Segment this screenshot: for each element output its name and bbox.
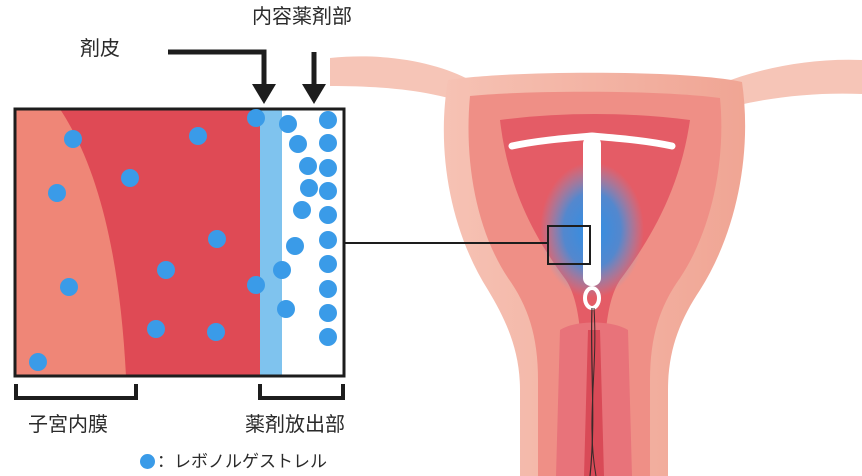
- uterus-illustration: [330, 56, 862, 476]
- molecule-dot: [189, 127, 207, 145]
- molecule-dot: [286, 237, 304, 255]
- molecule-dot: [319, 182, 337, 200]
- molecule-dot: [48, 184, 66, 202]
- molecule-dot: [319, 255, 337, 273]
- legend-text: ：レボノルゲストレル: [157, 452, 327, 472]
- molecule-dot: [319, 280, 337, 298]
- molecule-dot: [208, 230, 226, 248]
- molecule-dot: [207, 323, 225, 341]
- molecule-dot: [300, 179, 318, 197]
- molecule-dot: [319, 206, 337, 224]
- molecule-dot: [319, 111, 337, 129]
- membrane-label: 剤皮: [80, 36, 120, 60]
- molecule-dot: [319, 328, 337, 346]
- release-bracket: [260, 384, 343, 398]
- molecule-dot: [247, 109, 265, 127]
- membrane-arrow: [168, 52, 276, 104]
- molecule-dot: [60, 278, 78, 296]
- molecule-dot: [293, 201, 311, 219]
- molecule-dot: [277, 300, 295, 318]
- molecule-dot: [319, 304, 337, 322]
- content-arrow: [302, 52, 326, 104]
- molecule-dot: [247, 276, 265, 294]
- molecule-dot: [121, 169, 139, 187]
- molecule-dot: [157, 261, 175, 279]
- endometrium-label: 子宮内膜: [28, 412, 108, 436]
- membrane-band: [260, 109, 282, 376]
- molecule-dot: [289, 135, 307, 153]
- detail-panel: [15, 109, 345, 376]
- molecule-dot: [147, 320, 165, 338]
- molecule-dot: [319, 231, 337, 249]
- molecule-dot: [29, 353, 47, 371]
- legend-marker-icon: [140, 454, 155, 469]
- release-label: 薬剤放出部: [245, 412, 345, 436]
- molecule-dot: [319, 134, 337, 152]
- molecule-dot: [279, 115, 297, 133]
- molecule-dot: [299, 157, 317, 175]
- molecule-dot: [64, 130, 82, 148]
- legend: ：レボノルゲストレル: [140, 452, 327, 472]
- content-label: 内容薬剤部: [252, 4, 352, 28]
- molecule-dot: [319, 159, 337, 177]
- molecule-dot: [273, 261, 291, 279]
- endometrium-bracket: [16, 384, 136, 398]
